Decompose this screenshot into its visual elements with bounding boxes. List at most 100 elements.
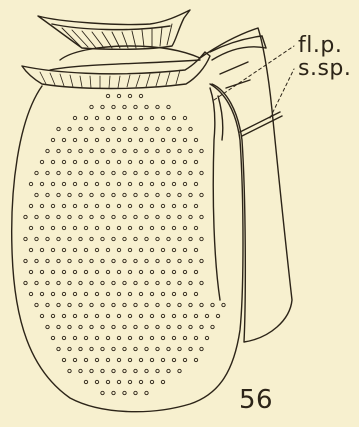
pore bbox=[128, 226, 131, 229]
pore bbox=[189, 259, 192, 262]
pore bbox=[156, 127, 159, 130]
pore bbox=[95, 358, 98, 361]
pore bbox=[106, 270, 109, 273]
pore bbox=[84, 336, 87, 339]
pore bbox=[73, 248, 76, 251]
pore bbox=[46, 259, 49, 262]
pore bbox=[90, 259, 93, 262]
pore bbox=[90, 237, 93, 240]
pore bbox=[68, 259, 71, 262]
pore bbox=[128, 204, 131, 207]
pore bbox=[167, 105, 170, 108]
pore bbox=[161, 226, 164, 229]
pore bbox=[123, 281, 126, 284]
pore bbox=[117, 336, 120, 339]
pore bbox=[101, 149, 104, 152]
pore bbox=[194, 226, 197, 229]
pore bbox=[183, 226, 186, 229]
pore bbox=[95, 182, 98, 185]
pore bbox=[145, 369, 148, 372]
pore bbox=[194, 336, 197, 339]
pore bbox=[84, 292, 87, 295]
pore bbox=[62, 292, 65, 295]
pore bbox=[156, 325, 159, 328]
pore bbox=[101, 237, 104, 240]
pore bbox=[79, 237, 82, 240]
pore bbox=[200, 215, 203, 218]
pore bbox=[189, 171, 192, 174]
pore bbox=[128, 358, 131, 361]
pore bbox=[178, 171, 181, 174]
pore bbox=[139, 336, 142, 339]
pore bbox=[51, 160, 54, 163]
pore bbox=[68, 325, 71, 328]
pore bbox=[123, 369, 126, 372]
pore bbox=[161, 116, 164, 119]
pore bbox=[57, 193, 60, 196]
pore bbox=[123, 105, 126, 108]
pore bbox=[161, 182, 164, 185]
pore bbox=[139, 160, 142, 163]
pore bbox=[46, 237, 49, 240]
pore bbox=[200, 347, 203, 350]
pore bbox=[62, 160, 65, 163]
pore bbox=[117, 204, 120, 207]
pore bbox=[29, 226, 32, 229]
pore bbox=[161, 248, 164, 251]
pore bbox=[68, 347, 71, 350]
pore bbox=[57, 281, 60, 284]
pore bbox=[134, 171, 137, 174]
pore bbox=[172, 116, 175, 119]
pore bbox=[90, 105, 93, 108]
pore bbox=[200, 303, 203, 306]
pore bbox=[194, 358, 197, 361]
pore bbox=[57, 215, 60, 218]
pore bbox=[106, 292, 109, 295]
pore bbox=[73, 336, 76, 339]
pore bbox=[161, 270, 164, 273]
pore bbox=[161, 336, 164, 339]
pore bbox=[95, 116, 98, 119]
pore bbox=[161, 204, 164, 207]
pore bbox=[46, 193, 49, 196]
pore bbox=[117, 380, 120, 383]
pore bbox=[101, 369, 104, 372]
pore bbox=[139, 358, 142, 361]
pore bbox=[134, 127, 137, 130]
pore bbox=[84, 160, 87, 163]
pore bbox=[167, 215, 170, 218]
pore bbox=[123, 325, 126, 328]
pore bbox=[62, 270, 65, 273]
pore bbox=[167, 193, 170, 196]
posterior-list bbox=[22, 52, 210, 89]
pore bbox=[194, 248, 197, 251]
pore bbox=[84, 226, 87, 229]
pore bbox=[101, 127, 104, 130]
pore bbox=[172, 270, 175, 273]
pore bbox=[134, 259, 137, 262]
pore bbox=[167, 171, 170, 174]
pore bbox=[90, 347, 93, 350]
pore bbox=[24, 259, 27, 262]
pore bbox=[134, 193, 137, 196]
pore bbox=[112, 127, 115, 130]
flagellar-pore-label: fl.p. bbox=[298, 33, 342, 58]
pore bbox=[194, 270, 197, 273]
figure-number: 56 bbox=[239, 385, 273, 415]
pore bbox=[216, 314, 219, 317]
pore bbox=[29, 204, 32, 207]
pore bbox=[95, 138, 98, 141]
pore bbox=[40, 160, 43, 163]
pore bbox=[128, 270, 131, 273]
pore bbox=[161, 380, 164, 383]
pore bbox=[172, 292, 175, 295]
pore bbox=[79, 325, 82, 328]
pore bbox=[145, 303, 148, 306]
pore bbox=[40, 248, 43, 251]
pore bbox=[167, 149, 170, 152]
pore bbox=[222, 303, 225, 306]
pore bbox=[51, 314, 54, 317]
pore bbox=[123, 149, 126, 152]
pore bbox=[68, 215, 71, 218]
pore bbox=[178, 215, 181, 218]
